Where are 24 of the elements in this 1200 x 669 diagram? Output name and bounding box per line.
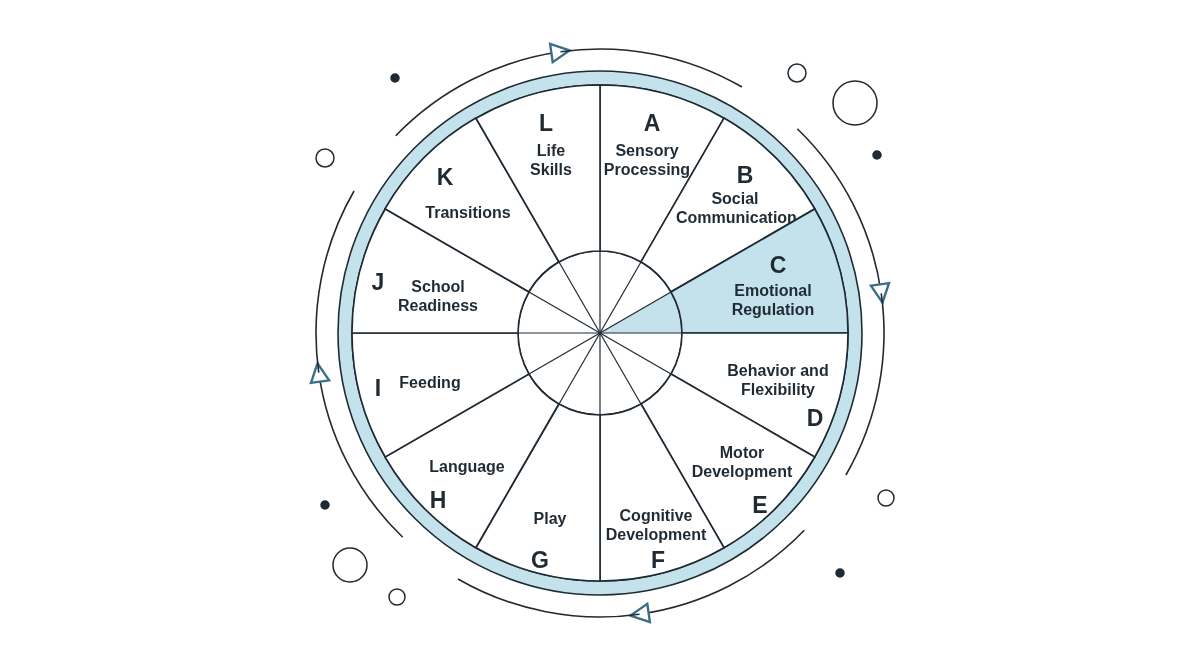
segment-letter: B bbox=[736, 161, 754, 189]
segment-label: Transitions bbox=[425, 202, 511, 222]
segment-letter: I bbox=[374, 374, 382, 402]
segment-letter: F bbox=[650, 546, 666, 574]
segment-label: Behavior and Flexibility bbox=[726, 361, 830, 399]
segment-letter: E bbox=[752, 491, 768, 519]
segment-label: Emotional Regulation bbox=[730, 281, 816, 319]
segment-letter: C bbox=[769, 251, 787, 279]
segment-label: School Readiness bbox=[396, 277, 479, 315]
segment-letter: L bbox=[538, 109, 554, 137]
segment-letter: A bbox=[643, 109, 661, 137]
segment-letter: D bbox=[806, 404, 824, 432]
segment-label: Language bbox=[429, 456, 505, 476]
segment-letter: H bbox=[429, 486, 447, 514]
segment-label: Feeding bbox=[399, 372, 461, 392]
segment-label: Motor Development bbox=[690, 443, 794, 481]
segment-letter: G bbox=[531, 546, 549, 574]
segment-label: Life Skills bbox=[529, 141, 573, 179]
segment-letter: J bbox=[371, 268, 385, 296]
segment-letter: K bbox=[436, 163, 454, 191]
segment-label: Social Communication bbox=[676, 189, 794, 227]
segment-label: Sensory Processing bbox=[602, 141, 692, 179]
segment-label: Cognitive Development bbox=[604, 506, 708, 544]
segment-label: Play bbox=[533, 508, 567, 528]
